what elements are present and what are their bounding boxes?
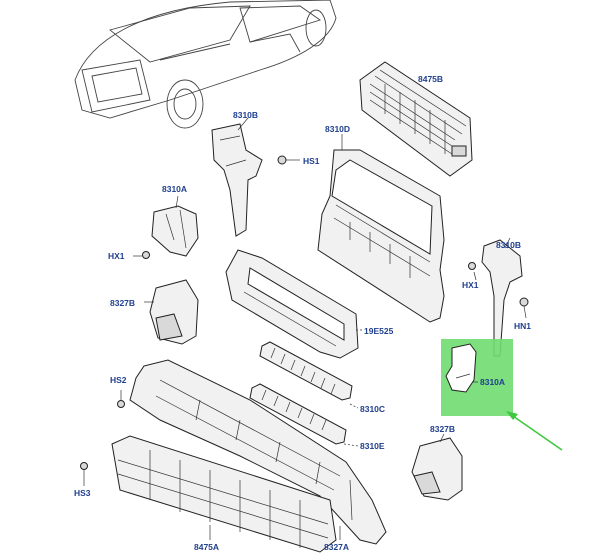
label-8327B-right: 8327B	[430, 424, 456, 434]
part-8327B-right-drawing	[411, 433, 463, 501]
part-8310B-top-drawing	[211, 117, 263, 237]
label-8327A: 8327A	[324, 542, 350, 552]
label-HS2: HS2	[110, 375, 127, 385]
part-8310D-drawing	[317, 134, 445, 323]
part-8475A-drawing	[111, 435, 337, 553]
label-8475B: 8475B	[418, 74, 444, 84]
label-8310B-top: 8310B	[233, 110, 259, 120]
highlight-group	[441, 339, 563, 451]
part-HX1-right-drawing	[468, 262, 477, 281]
label-8475A: 8475A	[194, 542, 220, 552]
part-HX1-left-drawing	[133, 251, 150, 259]
part-8327B-left-drawing	[144, 279, 199, 345]
part-8310C-drawing	[259, 341, 359, 409]
label-8310D: 8310D	[325, 124, 351, 134]
label-HS3: HS3	[74, 488, 91, 498]
green-arrowhead	[506, 411, 518, 420]
label-8310E: 8310E	[360, 441, 385, 451]
label-19E525: 19E525	[364, 326, 394, 336]
part-HS3-drawing	[80, 462, 88, 486]
part-19E525-drawing	[225, 249, 362, 359]
part-8310B-right-drawing	[481, 237, 523, 357]
label-HX1-right: HX1	[462, 280, 479, 290]
label-8327B-left: 8327B	[110, 298, 136, 308]
label-HX1-left: HX1	[108, 251, 125, 261]
label-HN1: HN1	[514, 321, 532, 331]
part-8475B-drawing	[359, 61, 473, 177]
green-arrow-line	[509, 413, 563, 451]
label-HS1: HS1	[303, 156, 320, 166]
part-8310E-drawing	[249, 383, 359, 447]
part-HS1-drawing	[277, 155, 300, 165]
label-8310C: 8310C	[360, 404, 386, 414]
label-8310B-right: 8310B	[496, 240, 522, 250]
label-8310A-top: 8310A	[162, 184, 188, 194]
vehicle-outline	[74, 0, 337, 129]
part-HN1-drawing	[519, 297, 529, 319]
part-HS2-drawing	[117, 390, 125, 408]
label-8310A-highlighted: 8310A	[480, 377, 506, 387]
part-8310A-top-drawing	[151, 195, 199, 257]
